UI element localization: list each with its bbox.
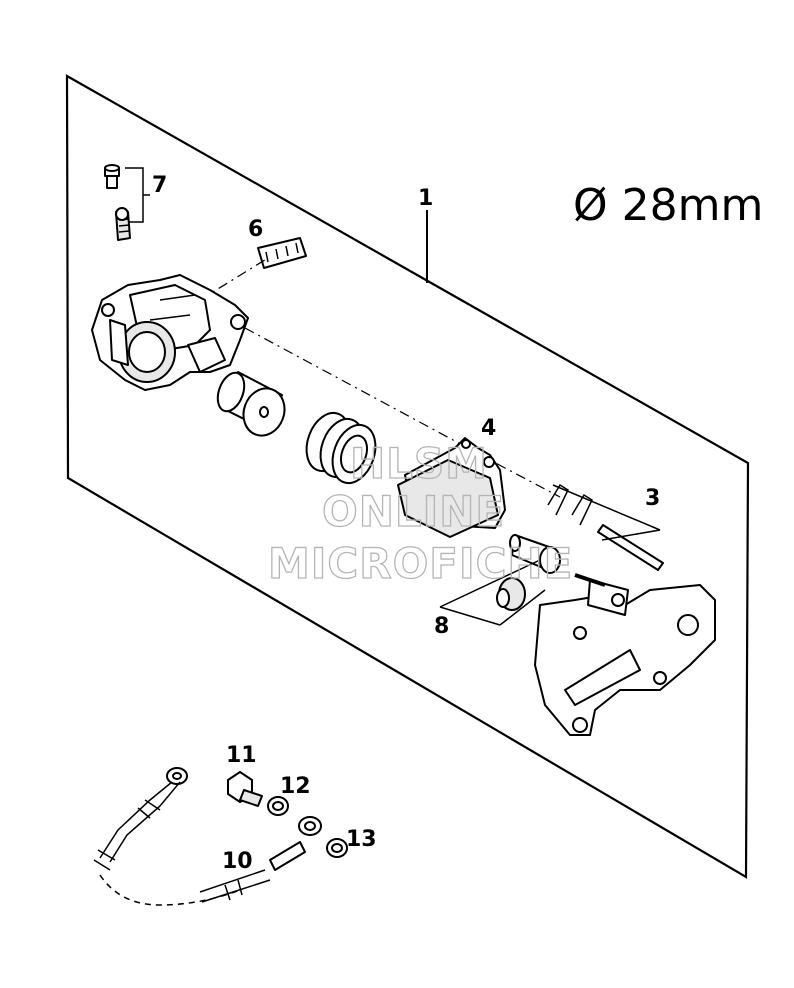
watermark-line-2: ONLINE [322, 487, 505, 536]
callout-11: 11 [226, 743, 257, 768]
bracket-8 [439, 559, 546, 626]
piston-seal [305, 411, 377, 485]
slide-pin [509, 534, 561, 574]
piston [216, 371, 286, 437]
callout-6: 6 [248, 217, 263, 242]
bleed-screw [115, 207, 131, 241]
caliper-body [91, 274, 249, 391]
callout-10: 10 [222, 849, 253, 874]
brake-pads [397, 437, 506, 538]
callout-4: 4 [481, 416, 496, 441]
brake-hose [93, 767, 322, 906]
washer-13 [326, 838, 348, 858]
banjo-bolt [227, 771, 263, 807]
assembly-frame [65, 74, 750, 879]
dimension-label: Ø 28mm [573, 180, 763, 231]
washer-12 [267, 796, 289, 816]
callout-7: 7 [152, 173, 167, 198]
spring-centerline [199, 257, 269, 301]
callout-12: 12 [280, 774, 311, 799]
callout-8: 8 [434, 614, 449, 639]
caliper-carrier [534, 573, 716, 736]
callout-1: 1 [418, 186, 433, 211]
watermark-line-1: HLSM [350, 439, 488, 488]
callout-3: 3 [645, 486, 660, 511]
pad-pin-clips [547, 483, 664, 571]
callout-13: 13 [346, 827, 377, 852]
assembly-centerline [244, 327, 561, 498]
bracket-7 [125, 167, 150, 223]
slide-pin-boot [496, 577, 526, 611]
watermark-line-3: MICROFICHE [268, 539, 573, 588]
pad-spring [257, 237, 307, 269]
bleed-screw-cap [104, 164, 120, 189]
